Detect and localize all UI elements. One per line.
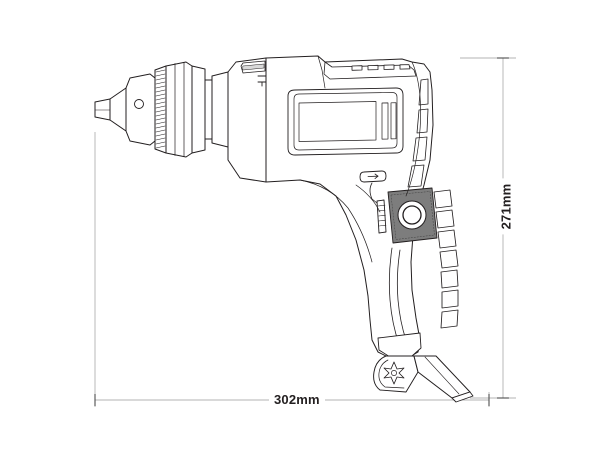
chuck-barrel	[165, 61, 193, 158]
strain-relief-star-icon	[383, 361, 405, 385]
housing-contour-neck	[355, 184, 381, 213]
gear-housing	[227, 57, 267, 183]
trigger-button-inner	[402, 205, 422, 225]
dimension-label-horizontal: 302mm	[269, 392, 325, 407]
gear-neck	[211, 71, 229, 148]
trigger-panel-inner-edge	[390, 191, 435, 240]
chuck-nose	[109, 87, 127, 132]
spindle-collar-ring	[204, 79, 213, 140]
gear-housing-top-plate-inner	[242, 63, 265, 71]
housing-contour-rear	[405, 61, 422, 197]
chuck-collar-teeth	[155, 69, 166, 149]
vent-slots	[351, 64, 411, 71]
handle-inner-contour	[396, 249, 407, 341]
dimension-label-vertical: 271mm	[498, 178, 514, 235]
speed-dial-connector	[369, 182, 378, 204]
side-panel-recess	[298, 101, 377, 142]
chuck	[125, 73, 156, 146]
housing-contour-shoulder	[317, 55, 326, 89]
spindle-collar	[191, 65, 206, 154]
drill-bit	[94, 98, 111, 121]
handle-inner-contour-2	[388, 247, 400, 345]
speed-dial	[376, 199, 387, 234]
side-panel-slots	[381, 102, 397, 140]
chuck-key-hole	[134, 99, 144, 109]
dimension-ticks	[94, 57, 509, 406]
housing-contour-underside	[299, 179, 373, 263]
rear-vents	[407, 78, 429, 188]
grip-ribs	[433, 189, 459, 329]
drill-illustration	[94, 55, 474, 403]
power-cable-tip	[451, 391, 474, 403]
power-cable-crease	[424, 356, 460, 395]
cable-strain-relief-inner	[378, 359, 405, 389]
lock-button-arrow-icon	[367, 173, 379, 179]
power-cable	[413, 355, 471, 399]
